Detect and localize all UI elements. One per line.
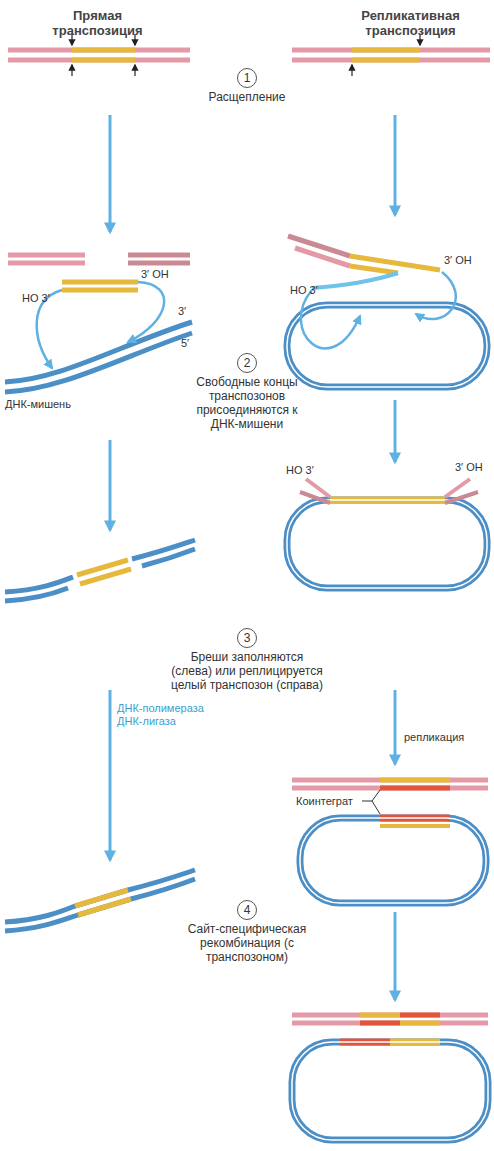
plasmid-gap <box>292 1042 488 1140</box>
flow-arrow <box>394 400 397 462</box>
transposon-copy <box>360 1021 400 1026</box>
target-plasmid <box>292 1042 488 1140</box>
target-dna <box>5 333 192 392</box>
dna-strand <box>312 273 398 288</box>
dna-flap <box>445 492 478 503</box>
column-heading: Репликативная транспозиция <box>338 8 483 38</box>
step-node: 3Бреши заполняются (слева) или реплициру… <box>170 628 324 692</box>
plasmid-gap <box>300 818 486 903</box>
step-caption: Бреши заполняются (слева) или реплицируе… <box>170 650 324 692</box>
flow-arrow <box>109 115 112 232</box>
annotation-label: ДНК-полимераза ДНК-лигаза <box>117 702 212 728</box>
dna-strand <box>8 48 190 53</box>
step-node: 1Расщепление <box>172 68 322 104</box>
annotation-label: 3′ <box>178 305 186 318</box>
transposon <box>72 48 135 53</box>
target-dna <box>5 588 68 601</box>
plasmid-gap <box>287 500 487 588</box>
column-heading: Прямая транспозиция <box>40 8 155 38</box>
transposon-copy <box>400 1013 440 1018</box>
dna-strand <box>8 58 190 63</box>
transposon <box>352 58 420 63</box>
dna-strand <box>8 261 85 266</box>
leader-line <box>362 790 380 814</box>
dna-strand <box>128 261 190 266</box>
dna-strand <box>292 48 490 53</box>
target-plasmid <box>287 500 487 588</box>
callout-number: 2 <box>237 353 257 373</box>
annotation-label: 3′ OH <box>455 461 483 474</box>
step-caption: Сайт-специфическая рекомбинация (с транс… <box>182 922 312 964</box>
step-caption: Свободные концы транспозонов присоединяю… <box>192 375 302 431</box>
transposon <box>62 288 138 293</box>
transposon <box>380 778 450 783</box>
annotation-label: HO 3′ <box>290 284 318 297</box>
flow-arrow <box>109 440 112 530</box>
dna-flap <box>300 492 330 503</box>
cut-arrow <box>71 65 72 76</box>
transposon <box>352 48 420 53</box>
flow-arrow <box>109 690 112 860</box>
cut-arrow <box>134 65 135 76</box>
dna-strand <box>292 1021 488 1026</box>
callout-number: 4 <box>237 900 257 920</box>
target-dna <box>142 549 195 566</box>
target-dna <box>5 870 195 922</box>
annotation-label: 3′ OH <box>444 254 472 267</box>
attack-arrow <box>128 282 164 342</box>
callout-number: 1 <box>237 68 257 88</box>
annotation-label: HO 3′ <box>22 292 50 305</box>
callout-number: 3 <box>237 628 257 648</box>
attack-arrow <box>416 272 456 319</box>
dna-strand <box>292 778 488 783</box>
dna-strand <box>128 253 190 258</box>
dna-strand <box>292 58 490 63</box>
transposon <box>72 58 135 63</box>
annotation-label: HO 3′ <box>286 464 314 477</box>
target-dna <box>5 322 192 382</box>
transposon <box>62 280 138 285</box>
annotation-label: Коинтеграт <box>296 795 353 808</box>
dna-strand <box>8 253 85 258</box>
transposon <box>80 569 131 584</box>
annotation-label: репликация <box>404 731 464 744</box>
cut-arrow <box>351 65 352 76</box>
step-caption: Расщепление <box>172 90 322 104</box>
annotation-label: 3′ OH <box>141 268 169 281</box>
dna-strand <box>295 248 350 266</box>
transposon <box>400 1021 440 1026</box>
transposon <box>350 266 398 273</box>
dna-strand <box>292 786 488 791</box>
target-dna <box>132 540 195 559</box>
transposon <box>360 1013 400 1018</box>
step-node: 4Сайт-специфическая рекомбинация (с тран… <box>182 900 312 964</box>
dna-strand <box>292 1013 488 1018</box>
annotation-label: 5′ <box>181 337 189 350</box>
transposon <box>78 899 131 915</box>
dna-strand <box>288 236 350 256</box>
step-node: 2Свободные концы транспозонов присоединя… <box>192 353 302 431</box>
cointegrate-loop <box>300 818 486 903</box>
flow-arrow <box>394 912 397 1000</box>
target-dna <box>5 879 195 931</box>
attack-arrow <box>301 290 360 348</box>
flow-arrow <box>394 690 397 764</box>
transposon-copy <box>380 786 450 791</box>
annotation-label: ДНК-мишень <box>5 398 71 411</box>
flow-arrow <box>394 115 397 215</box>
transposon <box>380 824 450 828</box>
